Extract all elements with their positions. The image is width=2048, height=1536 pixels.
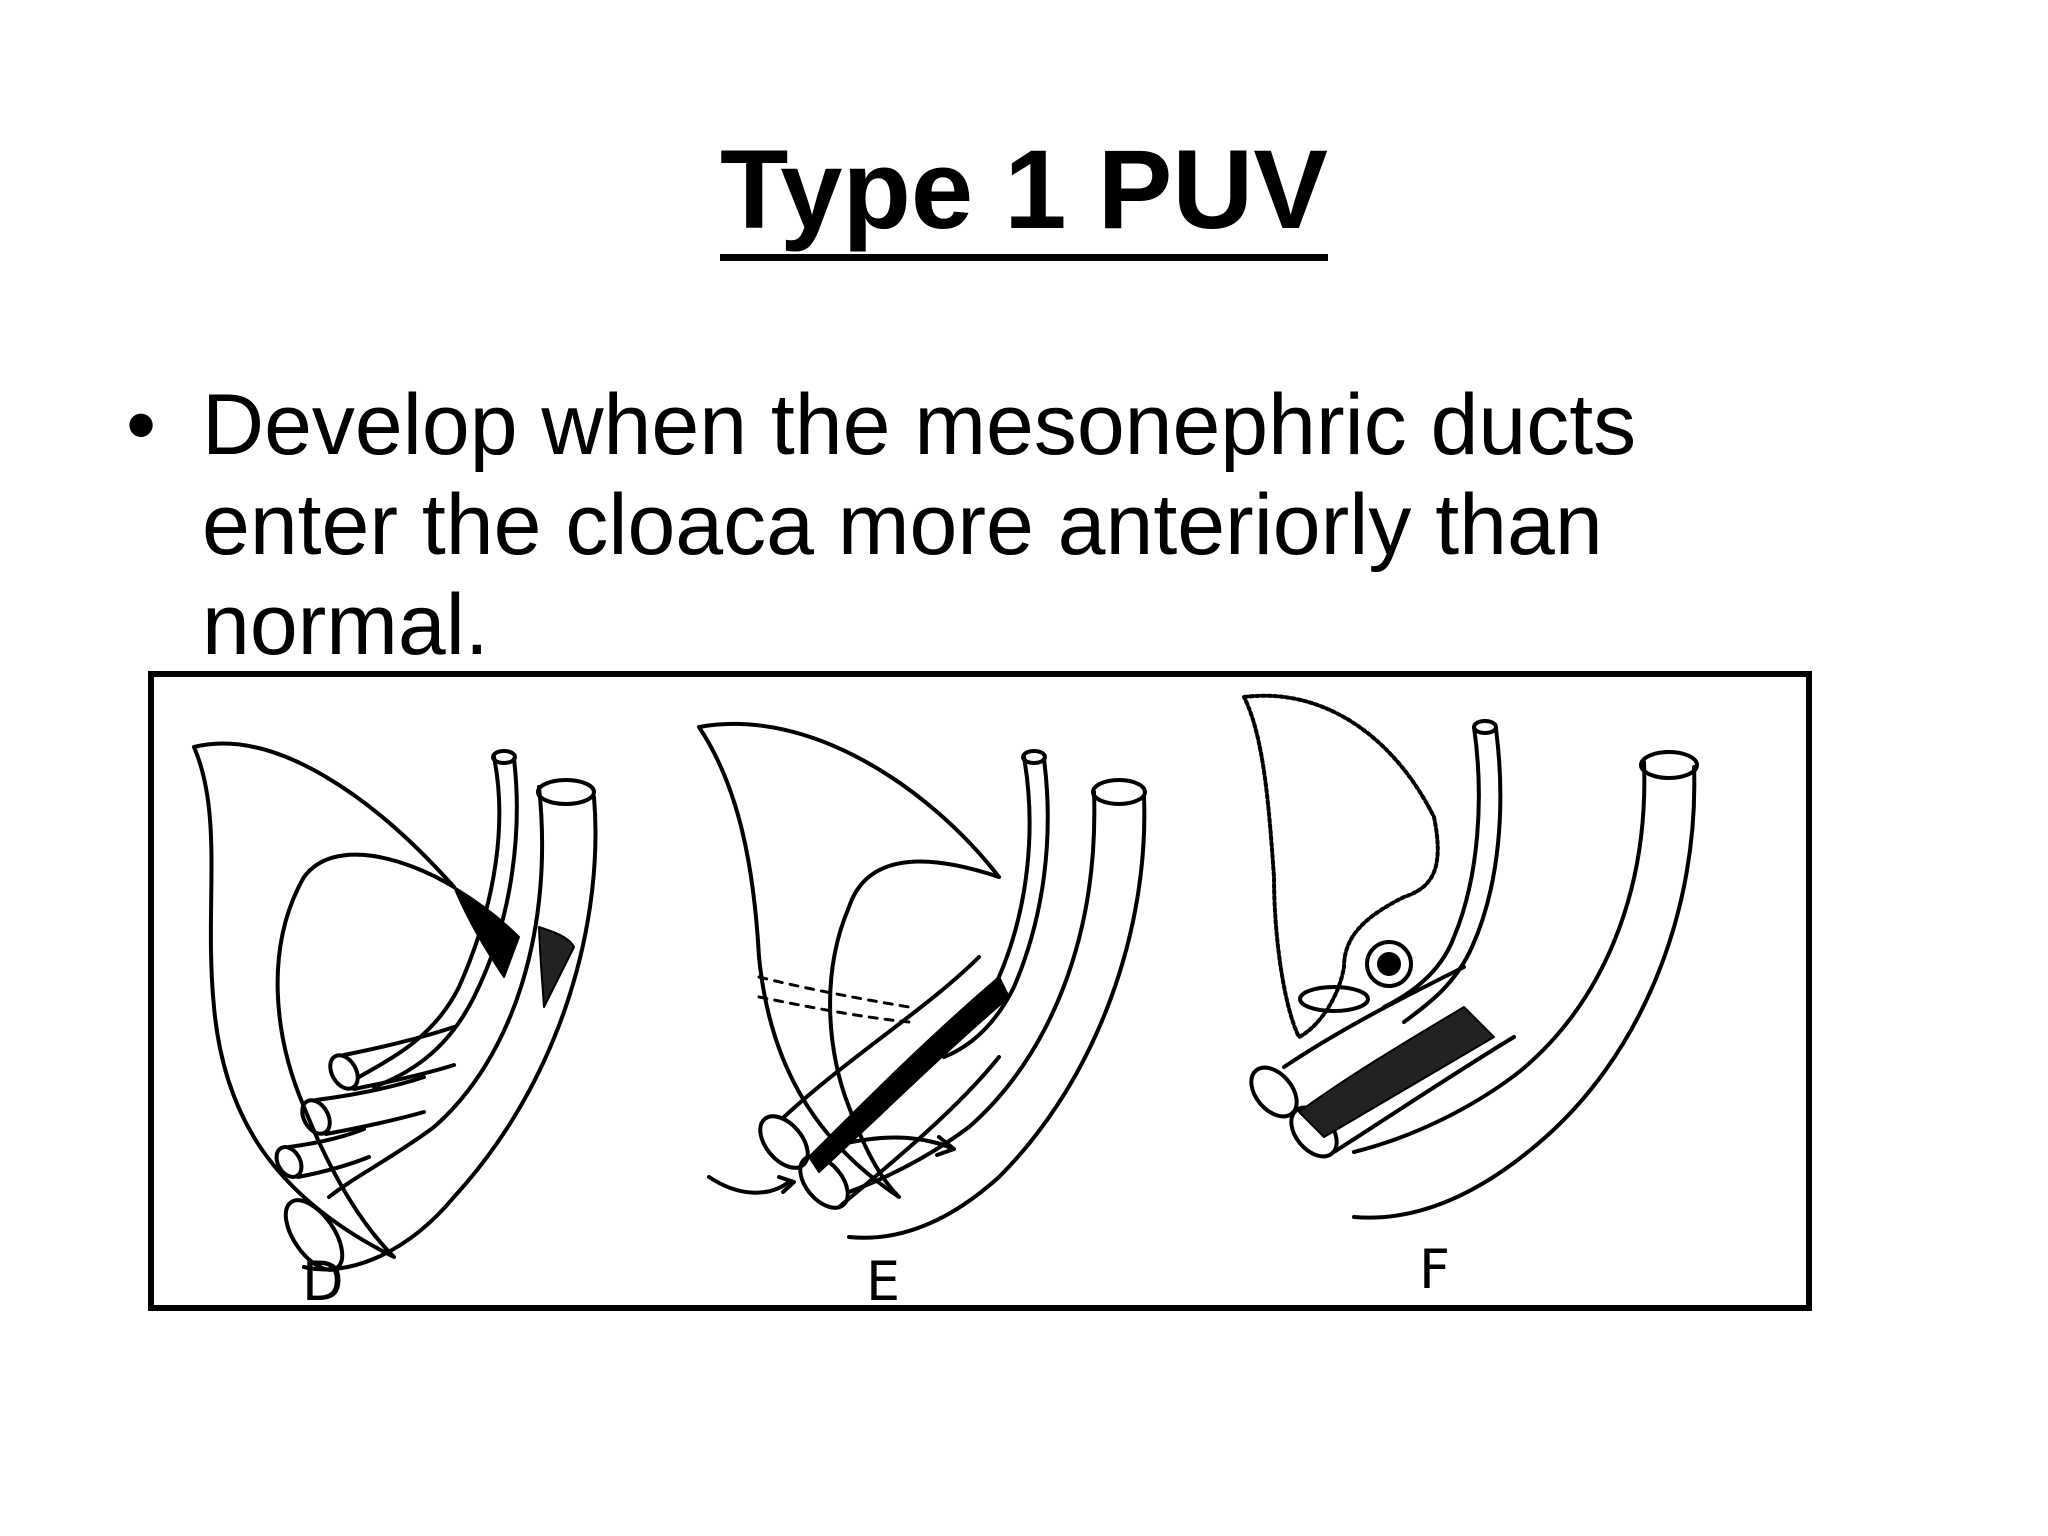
panel-label-f: F bbox=[1419, 1238, 1451, 1301]
panel-label-d: D bbox=[302, 1250, 344, 1313]
slide-title-text: Type 1 PUV bbox=[720, 127, 1328, 261]
panel-e-drawing bbox=[697, 721, 1147, 1240]
panel-label-e: E bbox=[866, 1250, 901, 1313]
bullet-text: Develop when the mesonephric ducts enter… bbox=[202, 377, 1637, 673]
bullet-item: • Develop when the mesonephric ducts ent… bbox=[120, 375, 1800, 675]
slide-title: Type 1 PUV bbox=[0, 127, 2048, 261]
figure-illustration bbox=[192, 693, 1699, 1272]
panel-f-drawing bbox=[1242, 693, 1699, 1220]
bullet-marker: • bbox=[126, 377, 157, 473]
embryology-figure: D E F bbox=[148, 671, 1812, 1311]
bullet-list: • Develop when the mesonephric ducts ent… bbox=[120, 375, 1800, 675]
panel-d-drawing bbox=[192, 741, 598, 1272]
